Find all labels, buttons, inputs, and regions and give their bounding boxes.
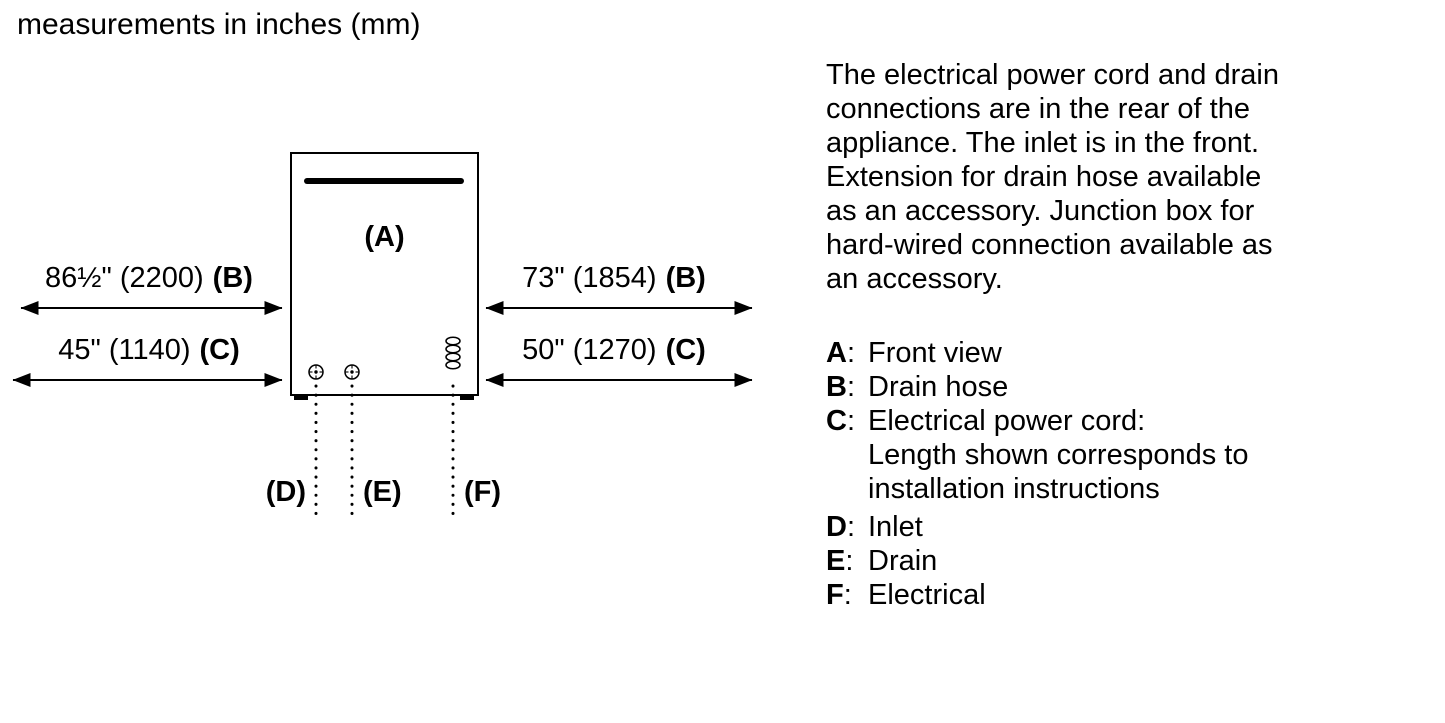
appliance-foot-left xyxy=(294,394,308,400)
legend-key: A xyxy=(826,337,847,369)
legend-item-c-continuation: installation instructions xyxy=(868,473,1160,505)
legend-text: Drain hose xyxy=(868,371,1009,403)
dimension-value: 50" (1270) xyxy=(522,334,657,366)
dimension-label-right-bottom: 50" (1270)(C) xyxy=(478,334,750,367)
legend-key-cell: F: xyxy=(826,578,868,612)
dimension-key: (C) xyxy=(199,334,240,366)
paragraph-line: Extension for drain hose available xyxy=(826,161,1262,193)
legend-separator: : xyxy=(845,545,854,577)
dimension-key: (C) xyxy=(665,334,706,366)
paragraph-line: connections are in the rear of the xyxy=(826,93,1250,125)
dimension-key: (B) xyxy=(665,262,706,294)
paragraph-line: as an accessory. Junction box for xyxy=(826,195,1255,227)
dimension-label-right-top: 73" (1854)(B) xyxy=(478,262,750,295)
legend-key: F xyxy=(826,579,844,611)
dimension-value: 45" (1140) xyxy=(58,334,191,366)
legend-key-cell: B: xyxy=(826,370,868,404)
legend-item-a: A: Front view xyxy=(826,336,1391,370)
dimension-value: 86½" (2200) xyxy=(45,262,204,294)
legend: A: Front view B: Drain hose C: Electrica… xyxy=(826,336,1391,612)
connection-label-electrical: (F) xyxy=(464,476,502,508)
legend-key: E xyxy=(826,545,846,577)
drain-symbol-icon xyxy=(344,364,360,380)
coiled-cord-icon xyxy=(445,336,461,370)
connection-label-inlet: (D) xyxy=(265,476,306,508)
paragraph-line: hard-wired connection available as xyxy=(826,229,1273,261)
appliance-label: (A) xyxy=(364,221,405,253)
legend-text: Inlet xyxy=(868,511,923,543)
paragraph-line: an accessory. xyxy=(826,263,1003,295)
dimension-key: (B) xyxy=(212,262,253,294)
legend-key-cell: D: xyxy=(826,510,868,544)
inlet-symbol-icon xyxy=(308,364,324,380)
legend-item-c-continuation: Length shown corresponds to xyxy=(868,439,1249,471)
legend-separator: : xyxy=(846,511,856,543)
legend-separator: : xyxy=(846,371,856,403)
legend-key: D xyxy=(826,511,847,543)
notes-paragraph: The electrical power cord and drain conn… xyxy=(826,58,1391,296)
legend-key-cell: C: xyxy=(826,404,868,438)
dimension-label-left-top: 86½" (2200)(B) xyxy=(14,262,284,295)
legend-text: Front view xyxy=(868,337,1002,369)
legend-separator: : xyxy=(846,337,856,369)
dimension-value: 73" (1854) xyxy=(522,262,657,294)
legend-item-f: F: Electrical xyxy=(826,578,1391,612)
installation-diagram xyxy=(12,152,753,520)
dimension-label-left-bottom: 45" (1140)(C) xyxy=(14,334,284,367)
legend-key-cell: E: xyxy=(826,544,868,578)
appliance-foot-right xyxy=(460,394,474,400)
notes-column: The electrical power cord and drain conn… xyxy=(826,58,1391,612)
legend-key-cell: A: xyxy=(826,336,868,370)
legend-item-e: E: Drain xyxy=(826,544,1391,578)
legend-separator: : xyxy=(843,579,852,611)
legend-separator: : xyxy=(846,405,856,437)
legend-key: B xyxy=(826,371,847,403)
paragraph-line: The electrical power cord and drain xyxy=(826,59,1279,91)
legend-item-b: B: Drain hose xyxy=(826,370,1391,404)
legend-item-c: C: Electrical power cord: xyxy=(826,404,1391,438)
legend-text: Electrical power cord: xyxy=(868,405,1146,437)
legend-text: Electrical xyxy=(868,579,986,611)
connection-label-drain: (E) xyxy=(363,476,402,508)
legend-item-d: D: Inlet xyxy=(826,510,1391,544)
legend-text: Drain xyxy=(868,545,938,577)
legend-key: C xyxy=(826,405,847,437)
page-title: measurements in inches (mm) xyxy=(17,8,421,41)
paragraph-line: appliance. The inlet is in the front. xyxy=(826,127,1260,159)
